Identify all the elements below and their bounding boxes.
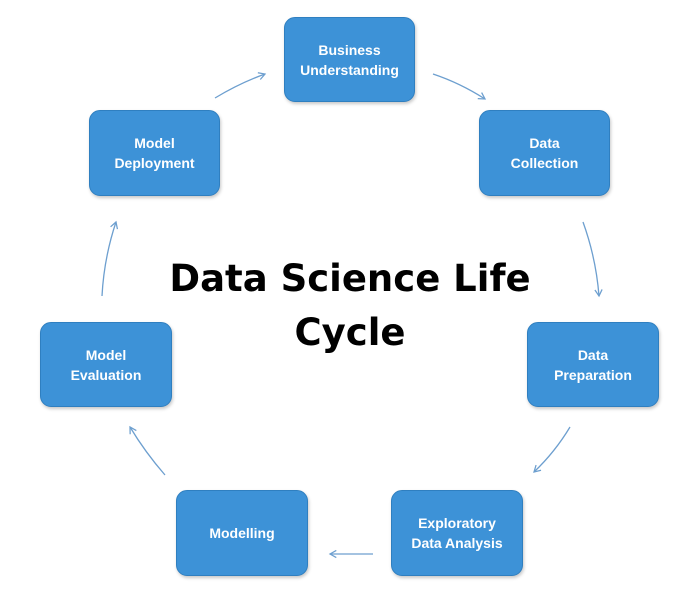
step-label: Modelling xyxy=(209,525,275,541)
step-modelling: Modelling xyxy=(176,490,308,576)
step-model-evaluation: Model Evaluation xyxy=(40,322,172,407)
step-exploratory-data-analysis: Exploratory Data Analysis xyxy=(391,490,523,576)
arrow-deployment-to-business xyxy=(214,72,267,99)
arrow-modelling-to-evaluation xyxy=(129,425,166,476)
step-label: Exploratory Data Analysis xyxy=(411,515,503,551)
step-label: Business Understanding xyxy=(300,41,399,78)
diagram-title: Data Science Life Cycle xyxy=(169,257,531,354)
step-label: Data Preparation xyxy=(554,346,632,383)
step-label: Data Collection xyxy=(510,135,579,171)
arrow-collection-to-preparation xyxy=(582,221,603,298)
arrow-evaluation-to-deployment xyxy=(101,220,119,297)
step-data-collection: Data Collection xyxy=(479,110,610,196)
step-label: Model Evaluation xyxy=(70,346,142,383)
arrow-preparation-to-eda xyxy=(533,426,571,473)
arrow-business-to-collection xyxy=(432,73,487,100)
step-business-understanding: Business Understanding xyxy=(284,17,415,102)
step-data-preparation: Data Preparation xyxy=(527,322,659,407)
step-label: Model Deployment xyxy=(114,135,195,171)
step-model-deployment: Model Deployment xyxy=(89,110,220,196)
